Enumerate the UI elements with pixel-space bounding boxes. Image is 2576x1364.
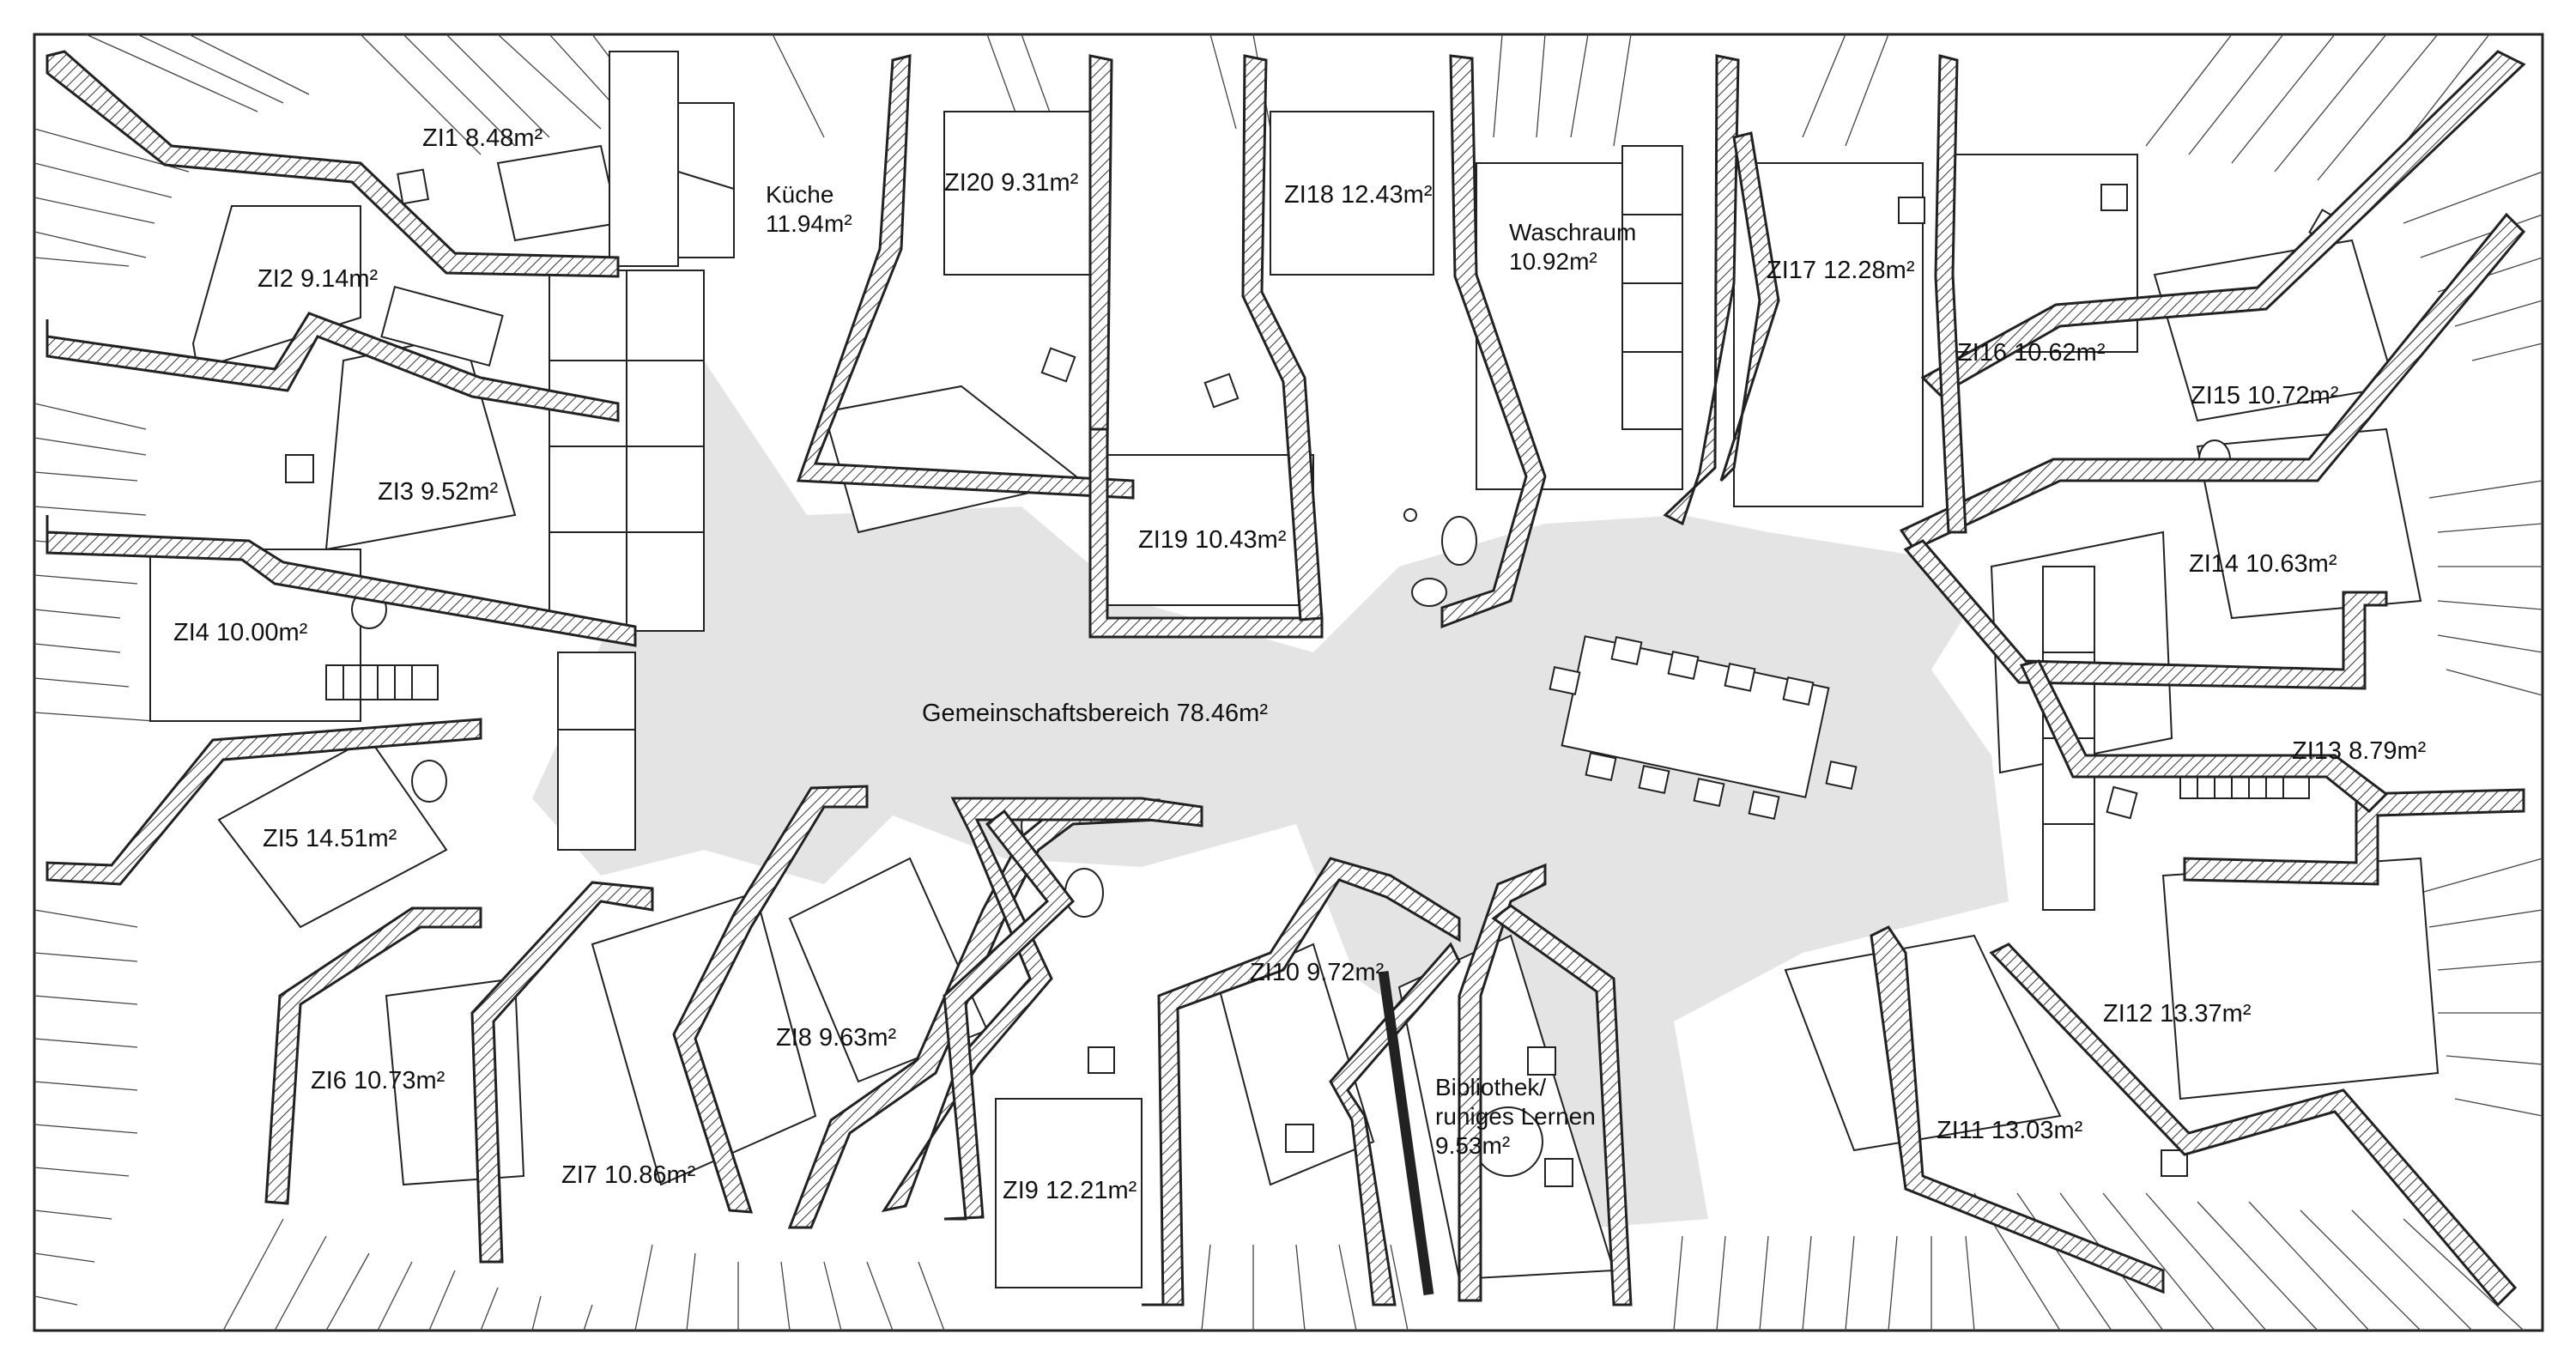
kitchen-name: Küche <box>766 181 834 208</box>
room-outlines <box>149 51 2440 1288</box>
kitchen-label: Küche 11.94m² <box>766 180 852 239</box>
room-label-zi8: ZI8 9.63m² <box>776 1024 897 1052</box>
common-area-floor <box>532 361 2009 1228</box>
room-label-zi18: ZI18 12.43m² <box>1284 181 1433 209</box>
common-area-label: Gemeinschaftsbereich 78.46m² <box>922 700 1268 727</box>
perspective-lines <box>34 34 2543 1331</box>
room-label-zi16: ZI16 10.62m² <box>1957 339 2106 367</box>
room-label-zi12: ZI12 13.37m² <box>2103 1000 2252 1028</box>
room-label-zi19: ZI19 10.43m² <box>1138 526 1287 554</box>
library-line1: Bibliothek/ <box>1435 1074 1547 1100</box>
library-area: 9.53m² <box>1435 1132 1511 1159</box>
washroom-name: Waschraum <box>1509 219 1637 246</box>
walls <box>45 50 2526 1307</box>
room-label-zi10: ZI10 9.72m² <box>1250 959 1385 986</box>
room-label-zi13: ZI13 8.79m² <box>2292 737 2427 765</box>
room-label-zi15: ZI15 10.72m² <box>2191 382 2339 409</box>
room-label-zi9: ZI9 12.21m² <box>1003 1177 1137 1204</box>
room-label-zi1: ZI1 8.48m² <box>422 124 543 152</box>
room-label-zi17: ZI17 12.28m² <box>1767 257 1915 284</box>
library-label: Bibliothek/ ruhiges Lernen 9.53m² <box>1435 1073 1596 1161</box>
room-label-zi14: ZI14 10.63m² <box>2189 550 2337 578</box>
room-label-zi11: ZI11 13.03m² <box>1937 1117 2083 1144</box>
room-label-zi20: ZI20 9.31m² <box>944 169 1079 197</box>
library-line2: ruhiges Lernen <box>1435 1103 1596 1130</box>
room-label-zi5: ZI5 14.51m² <box>263 825 397 852</box>
kitchen-area: 11.94m² <box>766 210 852 237</box>
room-label-zi3: ZI3 9.52m² <box>378 478 499 506</box>
washroom-area: 10.92m² <box>1509 248 1597 275</box>
room-label-zi2: ZI2 9.14m² <box>258 265 379 293</box>
room-label-zi6: ZI6 10.73m² <box>311 1067 445 1094</box>
washroom-label: Waschraum 10.92m² <box>1509 218 1636 276</box>
room-label-zi7: ZI7 10.86m² <box>561 1161 696 1189</box>
room-label-zi4: ZI4 10.00m² <box>173 619 308 646</box>
library-bookshelf <box>1378 971 1434 1295</box>
